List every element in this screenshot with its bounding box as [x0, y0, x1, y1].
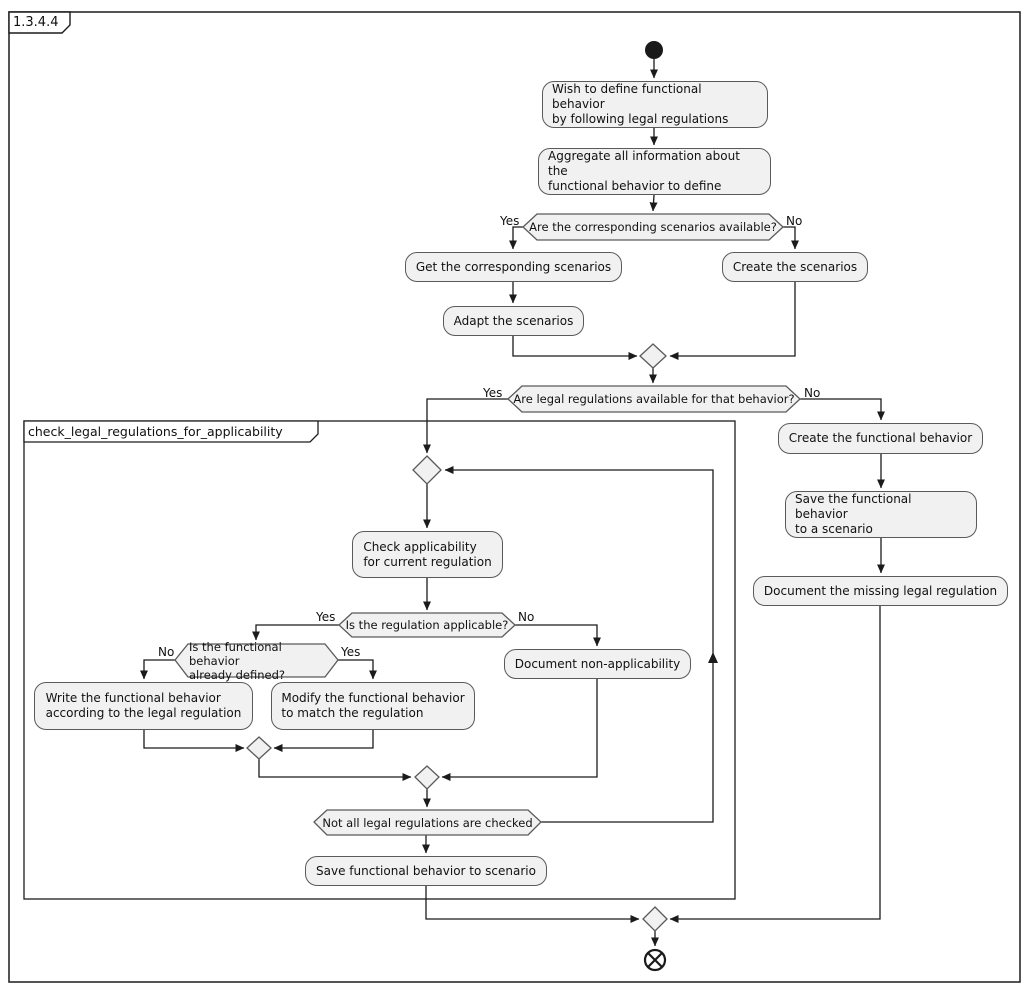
branch-label-yes-applicable: Yes	[316, 610, 336, 624]
merge-diamond-3	[246, 736, 272, 760]
outer-frame-label: 1.3.4.4	[13, 15, 59, 30]
branch-label-yes-defined: Yes	[341, 645, 361, 659]
activity-create-scenarios: Create the scenarios	[722, 252, 868, 282]
merge-diamond-1	[639, 343, 667, 369]
edge-loop-back	[444, 466, 714, 823]
edge-create-scenarios-to-merge1	[669, 282, 796, 360]
edge-save-to-merge5	[425, 886, 640, 923]
edge-adapt-to-merge1	[512, 336, 638, 360]
edge-decision1-no	[783, 226, 799, 250]
activity-save-functional-behavior-to-scenario: Save the functional behavior to a scenar…	[785, 491, 977, 538]
decision-legal-available-shape	[507, 385, 801, 413]
end-node	[643, 948, 667, 972]
branch-label-no-applicable: No	[518, 610, 535, 624]
merge-diamond-loop	[412, 455, 442, 485]
edge-nonapp-to-merge4	[441, 679, 598, 781]
edge-decision4-yes	[338, 659, 377, 680]
decision-not-all-checked-shape	[313, 809, 542, 836]
edge-decision2-yes	[423, 398, 508, 454]
edge-merge3-to-merge4	[258, 759, 412, 781]
branch-label-no-defined: No	[158, 645, 175, 659]
edge-aggregate-to-decision1	[649, 194, 658, 212]
branch-label-yes-legal: Yes	[483, 386, 503, 400]
activity-aggregate: Aggregate all information about the func…	[538, 148, 771, 195]
activity-document-missing-regulation: Document the missing legal regulation	[753, 576, 1008, 606]
edge-decision3-yes	[252, 624, 339, 641]
edge-decision3-no	[515, 624, 601, 647]
activity-modify-functional-behavior: Modify the functional behavior to match …	[271, 682, 475, 730]
edge-decision4-no	[140, 659, 175, 680]
edge-document-missing-to-merge5	[669, 606, 881, 923]
merge-diamond-4	[414, 765, 440, 790]
merge-diamonds	[246, 343, 668, 932]
branch-label-yes-scenarios: Yes	[500, 214, 520, 228]
activity-adapt-scenarios: Adapt the scenarios	[443, 306, 584, 336]
activity-check-applicability: Check applicability for current regulati…	[352, 531, 503, 578]
branch-label-no-scenarios: No	[786, 214, 803, 228]
decision-scenarios-available-shape	[522, 213, 784, 241]
activity-save-functional-behavior: Save functional behavior to scenario	[305, 856, 547, 886]
activity-create-functional-behavior: Create the functional behavior	[778, 423, 983, 454]
edges	[140, 59, 885, 947]
outer-frame	[8, 11, 1021, 983]
activity-write-functional-behavior: Write the functional behavior according …	[34, 682, 253, 730]
merge-diamond-5	[642, 906, 668, 932]
loop-back-mid-arrowhead	[708, 652, 718, 663]
start-node	[645, 41, 663, 59]
decision-shapes	[174, 213, 801, 836]
activity-document-non-applicability: Document non-applicability	[504, 649, 691, 679]
edge-decision2-no	[800, 398, 885, 421]
activity-get-scenarios: Get the corresponding scenarios	[405, 252, 622, 282]
inner-frame	[23, 420, 736, 900]
decision-regulation-applicable-shape	[338, 612, 516, 638]
edge-decision1-yes	[509, 226, 523, 250]
inner-frame-label: check_legal_regulations_for_applicabilit…	[28, 424, 283, 439]
decision-behavior-defined-shape	[174, 643, 339, 678]
outer-frame-tab	[8, 11, 71, 34]
branch-label-no-legal: No	[804, 386, 821, 400]
activity-wish: Wish to define functional behavior by fo…	[542, 81, 768, 128]
edge-modify-to-merge3	[273, 730, 374, 752]
inner-frame-tab	[23, 420, 319, 443]
edge-write-to-merge3	[143, 730, 245, 752]
